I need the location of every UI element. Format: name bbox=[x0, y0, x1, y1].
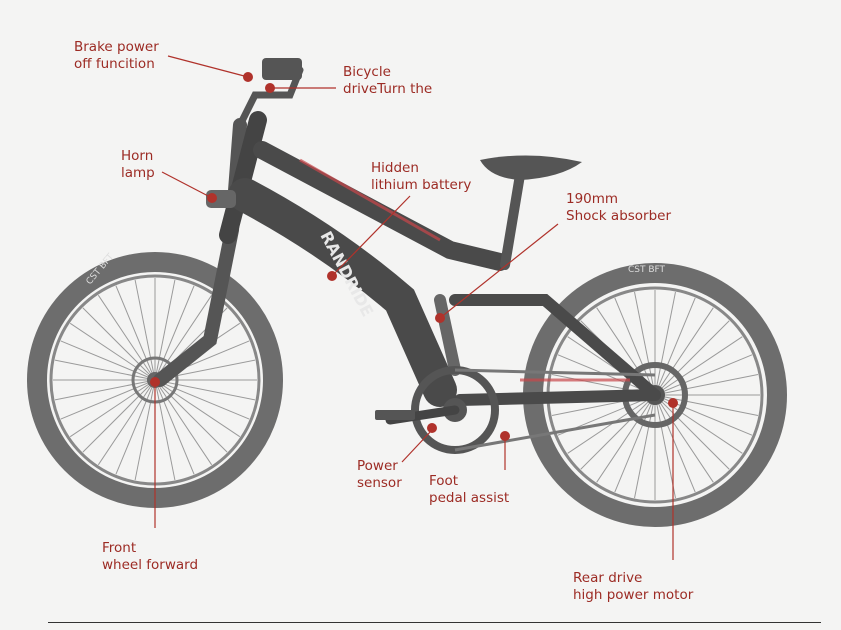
label-display: Bicycle driveTurn the bbox=[343, 64, 433, 97]
spoke bbox=[154, 285, 195, 381]
spoke bbox=[154, 379, 250, 420]
spoke bbox=[154, 379, 195, 475]
top-tube bbox=[253, 141, 509, 271]
horn-marker bbox=[207, 193, 217, 203]
spoke bbox=[634, 394, 656, 499]
spoke bbox=[115, 379, 156, 475]
spoke bbox=[634, 291, 656, 396]
battery-marker bbox=[327, 271, 337, 281]
spoke bbox=[97, 379, 156, 466]
brake-marker bbox=[243, 72, 253, 82]
label-front-wheel: Front wheel forward bbox=[102, 540, 199, 573]
spoke bbox=[154, 379, 176, 481]
spoke bbox=[654, 394, 676, 499]
spoke bbox=[60, 340, 156, 381]
rear-shock bbox=[434, 294, 461, 376]
label-shock: 190mm Shock absorber bbox=[566, 191, 672, 224]
spoke bbox=[654, 354, 753, 396]
tire-text-rear: CST BFT bbox=[628, 265, 666, 275]
seat-post bbox=[500, 170, 525, 270]
spoke bbox=[134, 379, 156, 481]
label-rear-motor: Rear drive high power motor bbox=[573, 570, 694, 603]
spoke bbox=[54, 379, 156, 401]
spoke bbox=[82, 307, 156, 381]
spoke bbox=[154, 379, 213, 466]
spoke bbox=[654, 374, 759, 396]
spoke bbox=[154, 379, 241, 438]
display-unit bbox=[262, 58, 302, 80]
spoke bbox=[54, 359, 156, 381]
spoke bbox=[580, 394, 656, 470]
chain bbox=[454, 368, 656, 452]
spoke bbox=[654, 336, 743, 396]
pedal bbox=[375, 410, 415, 420]
sensor-marker bbox=[427, 423, 437, 433]
spoke bbox=[654, 394, 730, 470]
spoke bbox=[69, 322, 156, 381]
display-marker bbox=[265, 83, 275, 93]
label-battery: Hidden lithium battery bbox=[371, 160, 472, 193]
callout-lines bbox=[154, 55, 674, 560]
label-pedal: Foot pedal assist bbox=[429, 473, 510, 506]
spoke bbox=[654, 320, 730, 396]
bottom-divider bbox=[48, 622, 821, 623]
spoke bbox=[654, 307, 714, 396]
label-brake: Brake power off funcition bbox=[74, 39, 159, 72]
label-horn: Horn lamp bbox=[121, 148, 155, 181]
spoke bbox=[654, 394, 696, 493]
spoke bbox=[654, 297, 696, 396]
spoke bbox=[134, 279, 156, 381]
down-tube bbox=[228, 178, 457, 407]
spoke bbox=[654, 394, 714, 483]
spoke bbox=[567, 394, 656, 454]
spoke bbox=[154, 279, 176, 381]
spoke bbox=[614, 297, 656, 396]
front-fork bbox=[153, 118, 247, 387]
callout-dots bbox=[150, 72, 678, 441]
spoke bbox=[154, 379, 256, 401]
spoke bbox=[154, 294, 213, 381]
rear-motor-marker bbox=[668, 398, 678, 408]
spoke bbox=[654, 291, 676, 396]
front-wheel-marker bbox=[150, 377, 160, 387]
label-sensor: Power sensor bbox=[357, 458, 402, 491]
shock-marker bbox=[435, 313, 445, 323]
top-tube-stripe bbox=[299, 158, 441, 242]
spoke bbox=[82, 379, 156, 453]
handlebar bbox=[236, 66, 304, 129]
spoke bbox=[115, 285, 156, 381]
saddle bbox=[480, 155, 582, 180]
spoke bbox=[596, 394, 656, 483]
spoke bbox=[69, 379, 156, 438]
seat-stay bbox=[449, 294, 661, 401]
spoke bbox=[97, 294, 156, 381]
spoke bbox=[154, 379, 228, 453]
spoke bbox=[614, 394, 656, 493]
head-tube bbox=[219, 111, 267, 244]
pedal-marker bbox=[500, 431, 510, 441]
spoke bbox=[60, 379, 156, 420]
